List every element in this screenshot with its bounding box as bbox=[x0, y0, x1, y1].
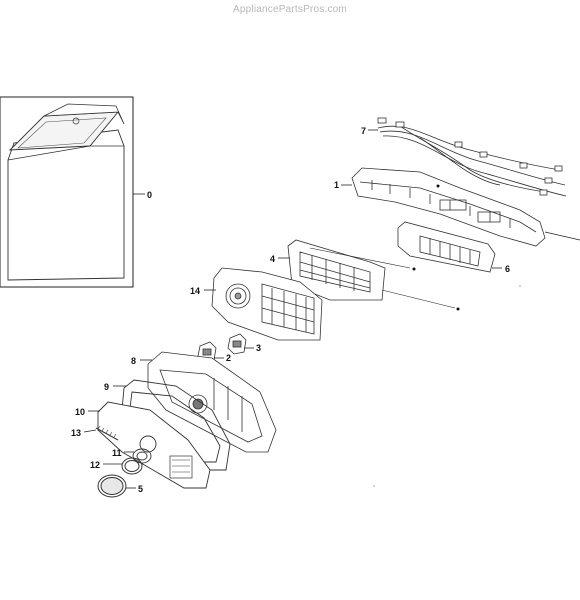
part-3-switch[interactable] bbox=[227, 333, 247, 355]
part-12-knob-bezel[interactable] bbox=[121, 457, 143, 475]
part-7-wire-harness[interactable] bbox=[377, 117, 567, 197]
part-14-display-assembly[interactable] bbox=[211, 267, 323, 341]
callout-13[interactable]: 13 bbox=[71, 428, 81, 438]
callout-14[interactable]: 14 bbox=[190, 286, 200, 296]
part-11-knob-ring[interactable] bbox=[132, 448, 152, 464]
site-watermark: AppliancePartsPros.com bbox=[233, 4, 347, 15]
part-13-screw[interactable] bbox=[95, 425, 119, 441]
part-5-knob[interactable] bbox=[97, 474, 127, 498]
washer-overview[interactable] bbox=[0, 96, 134, 288]
callout-6[interactable]: 6 bbox=[505, 264, 510, 274]
part-6-pcb-assembly[interactable] bbox=[397, 221, 496, 273]
part-10-front-panel[interactable] bbox=[97, 401, 211, 489]
callout-2[interactable]: 2 bbox=[226, 353, 231, 363]
callout-11[interactable]: 11 bbox=[112, 448, 122, 458]
callout-3[interactable]: 3 bbox=[256, 343, 261, 353]
callout-7[interactable]: 7 bbox=[361, 126, 366, 136]
callout-5[interactable]: 5 bbox=[138, 484, 143, 494]
part-1-control-housing[interactable] bbox=[351, 167, 546, 247]
part-8-control-panel[interactable] bbox=[147, 351, 277, 453]
callout-10[interactable]: 10 bbox=[75, 407, 85, 417]
part-4-pcb-frame[interactable] bbox=[287, 239, 386, 301]
callout-9[interactable]: 9 bbox=[104, 382, 109, 392]
callout-4[interactable]: 4 bbox=[270, 254, 275, 264]
callout-1[interactable]: 1 bbox=[334, 180, 339, 190]
callout-12[interactable]: 12 bbox=[90, 460, 100, 470]
callout-0[interactable]: 0 bbox=[147, 190, 152, 200]
callout-8[interactable]: 8 bbox=[131, 356, 136, 366]
